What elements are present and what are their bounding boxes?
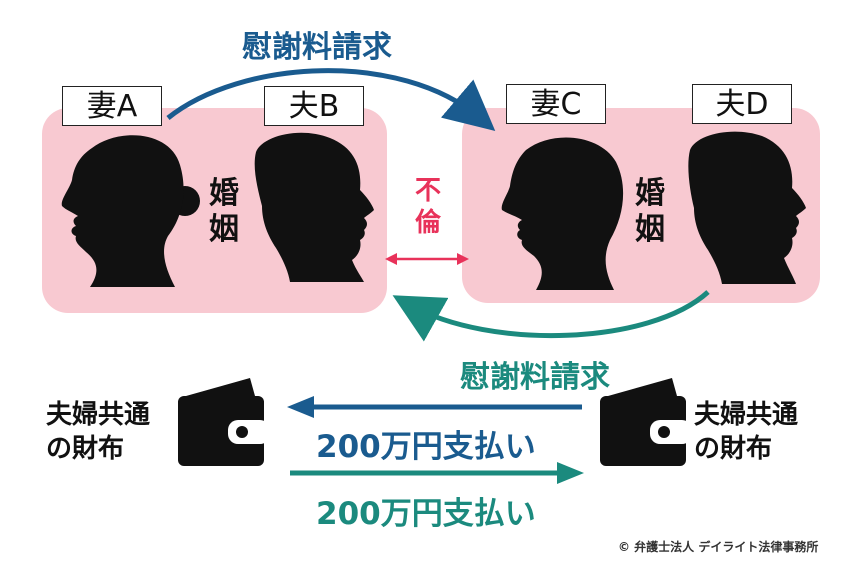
husband-b-label: 夫B [264,86,364,126]
affair-label: 不 倫 [414,176,441,238]
top-claim-label: 慰謝料請求 [242,30,392,65]
wallet-icon [178,378,270,466]
payment-bottom-label: 200万円支払い [316,496,536,532]
bottom-claim-arrow [392,290,710,342]
wife-a-label: 妻A [62,86,162,126]
right-wallet-label: 夫婦共通 の財布 [694,400,799,464]
top-claim-arrow [166,68,496,131]
copyright: © 弁護士法人 デイライト法律事務所 [618,540,819,554]
left-wallet-label: 夫婦共通 の財布 [46,400,151,464]
husband-d-label: 夫D [692,84,792,124]
left-marriage-label: 婚 姻 [209,176,239,247]
husband-b-silhouette [254,132,374,282]
affair-arrow [385,253,469,265]
bottom-claim-label: 慰謝料請求 [460,360,610,395]
wife-c-silhouette [501,137,624,290]
wife-c-label: 妻C [506,84,606,124]
payment-arrow-top [287,396,582,418]
wife-a-silhouette [61,135,200,287]
right-marriage-label: 婚 姻 [635,176,665,247]
payment-arrow-bottom [290,462,584,484]
husband-d-silhouette [688,131,806,284]
payment-top-label: 200万円支払い [316,429,536,465]
wallet-icon [600,378,692,466]
